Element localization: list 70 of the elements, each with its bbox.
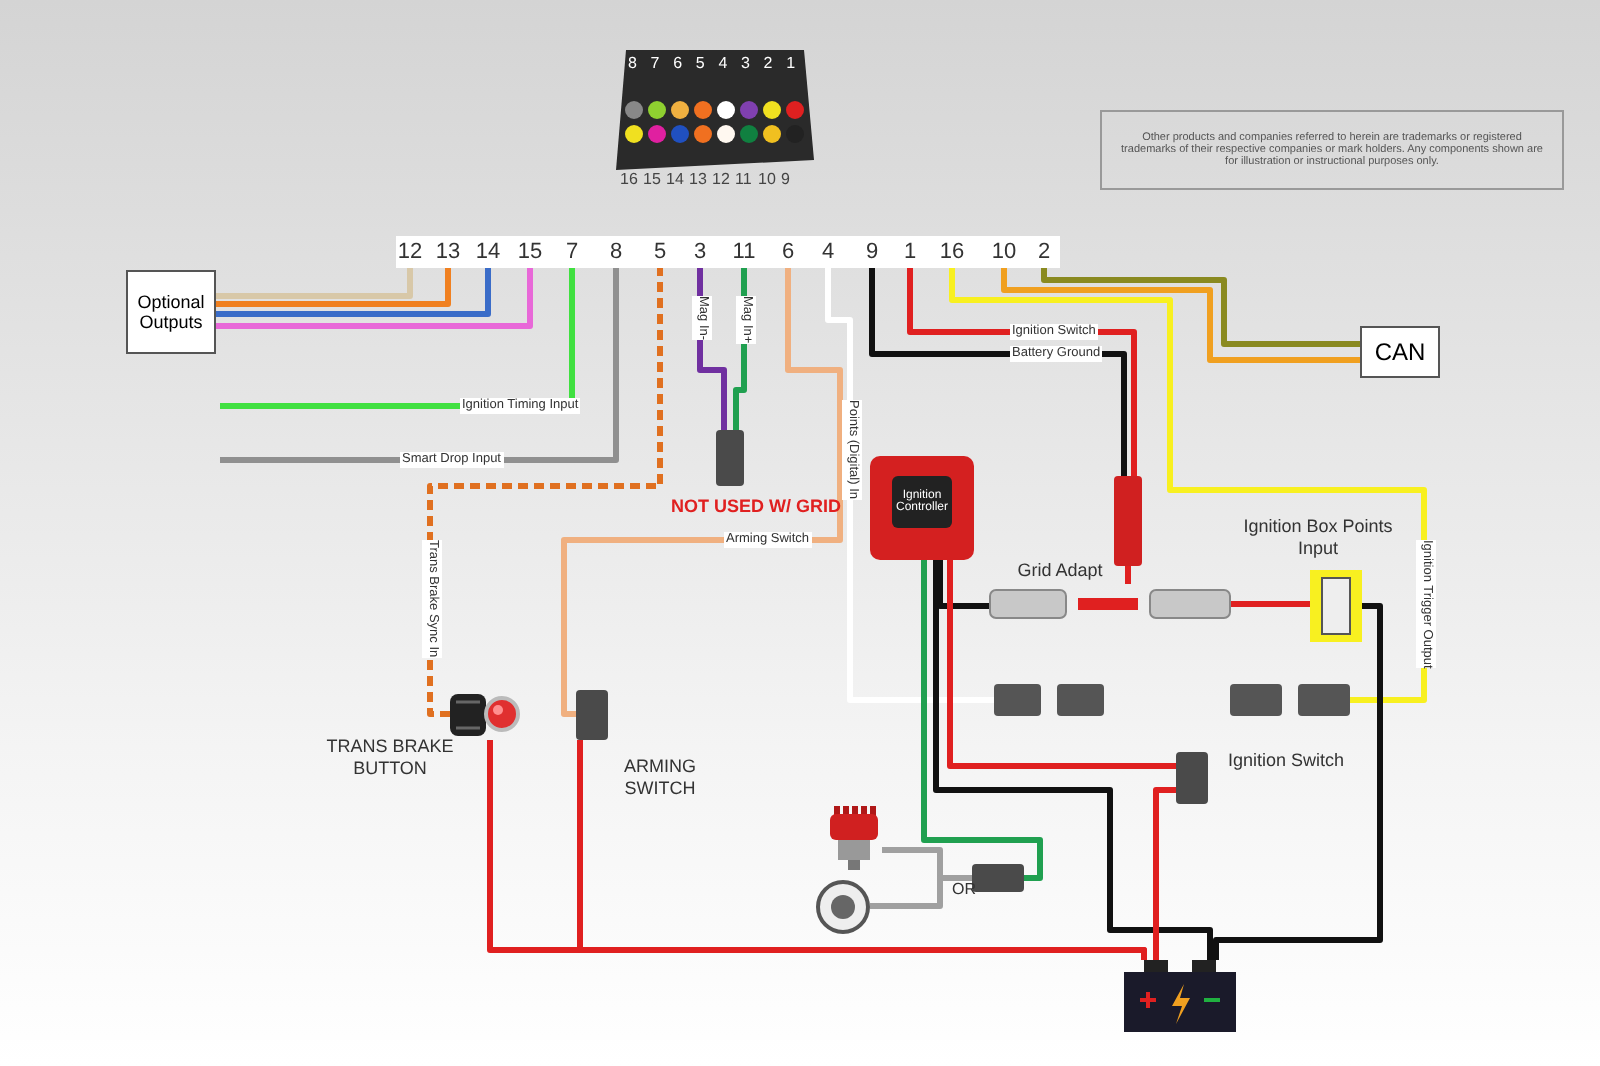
plug-drawing xyxy=(972,864,1024,892)
pin-number: 1 xyxy=(892,238,928,266)
pin-number: 8 xyxy=(598,238,634,266)
part-label: TRANS BRAKE BUTTON xyxy=(324,736,456,780)
wire xyxy=(1001,266,1360,363)
part-label: Ignition Box Points Input xyxy=(1241,516,1395,560)
toggle-switch-drawing xyxy=(1176,752,1208,804)
distributor-drawing xyxy=(826,806,882,870)
part-label: ARMING SWITCH xyxy=(622,756,698,800)
pin-number: 6 xyxy=(673,54,683,72)
plug-drawing xyxy=(1114,476,1142,566)
pin-number: 11 xyxy=(726,238,762,266)
battery-drawing xyxy=(1124,960,1236,1032)
wire xyxy=(1213,603,1383,960)
part-label: Grid Adapt xyxy=(1015,560,1105,582)
pin-number: 1 xyxy=(786,54,796,72)
pin-number: 4 xyxy=(810,238,846,266)
pin-number: 16 xyxy=(934,238,970,266)
pin-number: 14 xyxy=(470,238,506,266)
pin-number: 5 xyxy=(695,54,705,72)
pin-number: 9 xyxy=(781,170,790,188)
pin-number: 2 xyxy=(1026,238,1062,266)
ignition-controller-module xyxy=(870,456,974,560)
trigger-wheel-drawing xyxy=(816,880,870,934)
pin-number: 8 xyxy=(628,54,637,72)
pin-number: 13 xyxy=(430,238,466,266)
push-button-drawing xyxy=(450,690,520,740)
pin-number: 3 xyxy=(682,238,718,266)
pin-number: 4 xyxy=(718,54,728,72)
note-text: OR xyxy=(952,880,976,898)
pin-number: 15 xyxy=(512,238,548,266)
plug-pair-drawing xyxy=(994,684,1104,716)
plug-drawing xyxy=(716,430,744,486)
wire xyxy=(561,266,843,717)
pin-number: 5 xyxy=(642,238,678,266)
pin-number: 14 xyxy=(666,170,684,188)
pin-number: 6 xyxy=(770,238,806,266)
wire xyxy=(947,560,1176,769)
pin-number: 12 xyxy=(712,170,730,188)
pin-number: 10 xyxy=(986,238,1022,266)
plug-pair-drawing xyxy=(1230,684,1350,716)
pin-number: 3 xyxy=(741,54,750,72)
wire xyxy=(933,560,1213,960)
pin-number: 12 xyxy=(392,238,428,266)
pin-number: 10 xyxy=(758,170,776,188)
toggle-switch-drawing xyxy=(576,690,608,740)
can-box: CAN xyxy=(1360,326,1440,378)
pin-number: 7 xyxy=(650,54,660,72)
wire xyxy=(1125,566,1131,584)
pin-number: 11 xyxy=(735,170,752,188)
pin-number: 16 xyxy=(620,170,638,188)
wire xyxy=(1230,601,1310,607)
pin-number: 15 xyxy=(643,170,661,188)
wire xyxy=(1041,266,1360,347)
wire xyxy=(216,266,451,307)
wire xyxy=(870,875,972,909)
output-box: Optional Outputs xyxy=(126,270,216,354)
pin-number: 13 xyxy=(689,170,707,188)
wire xyxy=(1153,787,1176,960)
wire xyxy=(216,266,491,317)
pin-number: 9 xyxy=(854,238,890,266)
wire xyxy=(937,560,990,609)
wire xyxy=(216,266,413,299)
part-label: Ignition Switch xyxy=(1225,750,1347,772)
terminal-block-drawing xyxy=(1310,570,1362,642)
wire xyxy=(216,266,533,329)
pin-number: 2 xyxy=(763,54,773,72)
pin-number: 7 xyxy=(554,238,590,266)
adapter-harness-drawing xyxy=(990,584,1230,624)
wire xyxy=(921,560,1043,881)
